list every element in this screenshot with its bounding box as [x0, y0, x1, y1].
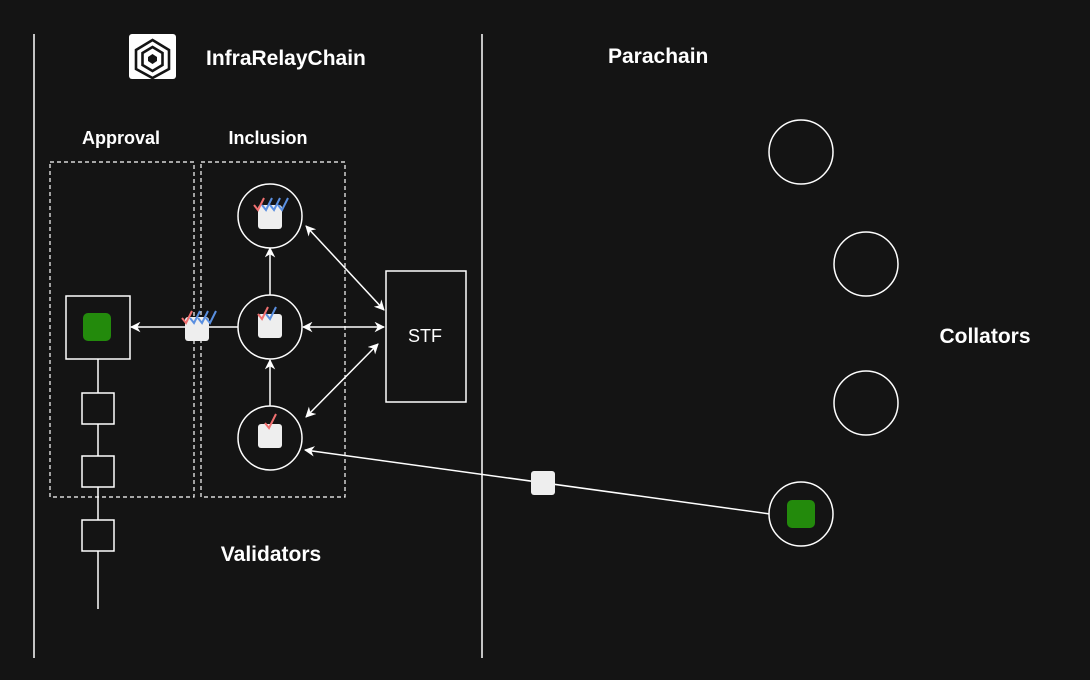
validator-node-middle: [237, 294, 303, 360]
validator-node-bottom: [237, 405, 303, 471]
arrow-bottom-stf: [305, 343, 379, 418]
check-blue-icon: [261, 197, 273, 212]
collators: [768, 119, 899, 547]
chain-block-2: [81, 455, 115, 488]
check-blue-icon: [277, 197, 289, 212]
relay-chain-title: InfraRelayChain: [206, 47, 366, 70]
parachain-title: Parachain: [608, 45, 708, 68]
chain-block-3: [81, 519, 115, 552]
check-blue-icon: [189, 310, 201, 325]
check-blue-icon: [269, 197, 281, 212]
stf-box: [385, 270, 467, 403]
check-blue-icon: [205, 310, 217, 325]
candidate-in-transit: [181, 310, 217, 341]
approval-label: Approval: [82, 128, 160, 148]
candidate-on-wire: [531, 471, 555, 495]
check-red-icon: [181, 310, 193, 325]
check-red-icon: [264, 413, 277, 430]
check-red-icon: [257, 306, 269, 321]
logo-icon: [129, 34, 176, 80]
inclusion-label: Inclusion: [228, 128, 307, 148]
stf-label: STF: [408, 326, 442, 346]
chain-block-1: [81, 392, 115, 425]
collator-node-2: [833, 231, 899, 297]
arrow-top-stf: [305, 225, 385, 311]
collated-candidate-green: [787, 500, 815, 528]
validators-label: Validators: [221, 543, 321, 566]
collator-node-1: [768, 119, 834, 185]
validator-node-top: [237, 183, 303, 249]
relay-chain: [65, 295, 131, 609]
check-blue-icon: [197, 310, 209, 325]
collator-node-3: [833, 370, 899, 436]
check-blue-icon: [265, 306, 277, 321]
check-red-icon: [253, 197, 265, 212]
approved-candidate-green: [83, 313, 111, 341]
collators-label: Collators: [939, 325, 1030, 348]
